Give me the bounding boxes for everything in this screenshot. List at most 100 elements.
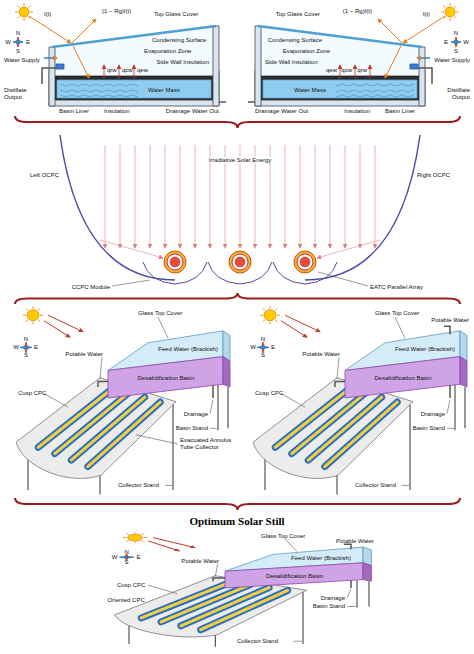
flux-symbol: qew xyxy=(326,67,337,74)
supply-pipe xyxy=(417,57,430,59)
part-label: Oriented CPC xyxy=(107,597,144,604)
basin-face xyxy=(363,563,371,581)
part-label: Insulation xyxy=(344,108,370,115)
solar-ray xyxy=(195,145,196,248)
compass-letter: E xyxy=(34,344,38,351)
compass-letter: W xyxy=(13,344,19,351)
compass-letter: N xyxy=(454,30,458,37)
drain-pipe xyxy=(350,580,352,588)
compass-letter: S xyxy=(454,48,458,55)
sun-ray xyxy=(15,12,18,13)
collector-leg xyxy=(302,591,303,644)
sun-ray xyxy=(28,6,30,8)
solar-ray xyxy=(345,145,346,248)
part-label: Distillate Output xyxy=(432,87,470,100)
part-label: Glass Top Cover xyxy=(138,310,182,317)
part-label: Insulation xyxy=(104,108,130,115)
basin-leg xyxy=(356,580,357,607)
drain-pipe xyxy=(248,101,255,103)
sun-ray xyxy=(135,542,136,544)
glass-roof xyxy=(460,331,467,361)
sun-ray xyxy=(275,309,277,311)
sun-ray xyxy=(270,306,271,309)
leader-line xyxy=(112,280,150,286)
part-label: Cusp CPC xyxy=(117,582,145,589)
distillate-trough xyxy=(56,64,64,69)
flux-symbol: qcw xyxy=(122,67,133,74)
collector-leg xyxy=(215,634,216,647)
part-label: Potable Water xyxy=(302,351,340,358)
leader-line xyxy=(402,485,409,486)
sun-ray xyxy=(123,537,127,538)
curly-brace xyxy=(15,293,460,304)
sun-ray xyxy=(38,320,40,322)
compass-letter: W xyxy=(250,344,256,351)
region-label: Irradiative Solar Energy xyxy=(207,157,274,164)
basin-face xyxy=(345,357,460,398)
potable-tap xyxy=(98,381,108,387)
part-label: Drainage Water Out xyxy=(166,108,219,115)
sun-ray xyxy=(450,3,451,6)
water-wave xyxy=(60,95,138,97)
compass-letter: E xyxy=(137,554,141,561)
compass-letter: N xyxy=(24,336,28,343)
flux-symbol: qrw xyxy=(357,67,367,74)
sun-ray xyxy=(141,540,144,541)
sun-ray xyxy=(135,532,136,534)
part-label: EATC Parallel Array xyxy=(370,284,423,291)
glass-cover xyxy=(52,26,216,47)
flux-symbol: qrw xyxy=(107,67,117,74)
sun-ray xyxy=(127,534,130,535)
sun-ray xyxy=(454,16,456,18)
solar-ray xyxy=(153,538,195,548)
part-label: Feed Water (Brackish) xyxy=(291,555,351,562)
solar-ray xyxy=(360,145,361,248)
absorber-tube xyxy=(88,402,161,467)
sun-ray xyxy=(444,6,446,8)
sun-ray xyxy=(277,315,280,316)
basin-face xyxy=(225,563,363,588)
leader-line xyxy=(136,435,178,444)
evacuated-tube xyxy=(229,251,251,273)
water-wave xyxy=(60,90,138,92)
basin-leg xyxy=(368,581,369,606)
heading: Optimum Solar Still xyxy=(189,515,284,527)
sun-ray xyxy=(24,3,25,6)
absorber-tube xyxy=(201,590,288,629)
compass-needle xyxy=(20,346,32,349)
transmitted-ray xyxy=(73,46,89,78)
solar-ray xyxy=(180,145,181,248)
water-wave xyxy=(336,84,414,86)
part-label: Glass Top Cover xyxy=(375,310,419,317)
basin-face xyxy=(460,357,467,387)
solar-ray xyxy=(315,145,316,248)
flux-symbol: (1 − Rg)I(t) xyxy=(102,8,131,15)
sun-ray xyxy=(260,315,263,316)
solar-ray xyxy=(375,145,376,248)
part-label: Cusp CPC xyxy=(18,390,46,397)
absorber-tube xyxy=(235,257,245,267)
part-label: Glass Top Cover xyxy=(261,533,305,540)
evacuated-tube xyxy=(297,254,313,270)
basin-leg xyxy=(227,387,228,428)
absorber-tube xyxy=(325,402,398,467)
part-label: Feed Water (Brackish) xyxy=(395,346,455,353)
sun-ray xyxy=(33,306,34,309)
solar-ray xyxy=(281,321,307,338)
sun-symbol xyxy=(264,310,276,321)
part-label: Desalidification Basin xyxy=(137,375,194,382)
part-label: Side Wall Insulation xyxy=(157,59,209,66)
evacuated-tube xyxy=(167,254,183,270)
leader-line xyxy=(337,358,339,379)
drain-pipe xyxy=(219,101,226,103)
part-label: Potable Water xyxy=(65,351,103,358)
reflected-ray xyxy=(378,19,402,43)
solar-ray xyxy=(44,321,70,338)
potable-tap xyxy=(444,326,450,334)
leader-line xyxy=(395,317,405,338)
part-label: Desalidification Basin xyxy=(374,375,431,382)
sun-symbol xyxy=(19,7,29,17)
part-label: Top Glass Cover xyxy=(154,11,198,18)
sun-ray xyxy=(456,12,459,13)
